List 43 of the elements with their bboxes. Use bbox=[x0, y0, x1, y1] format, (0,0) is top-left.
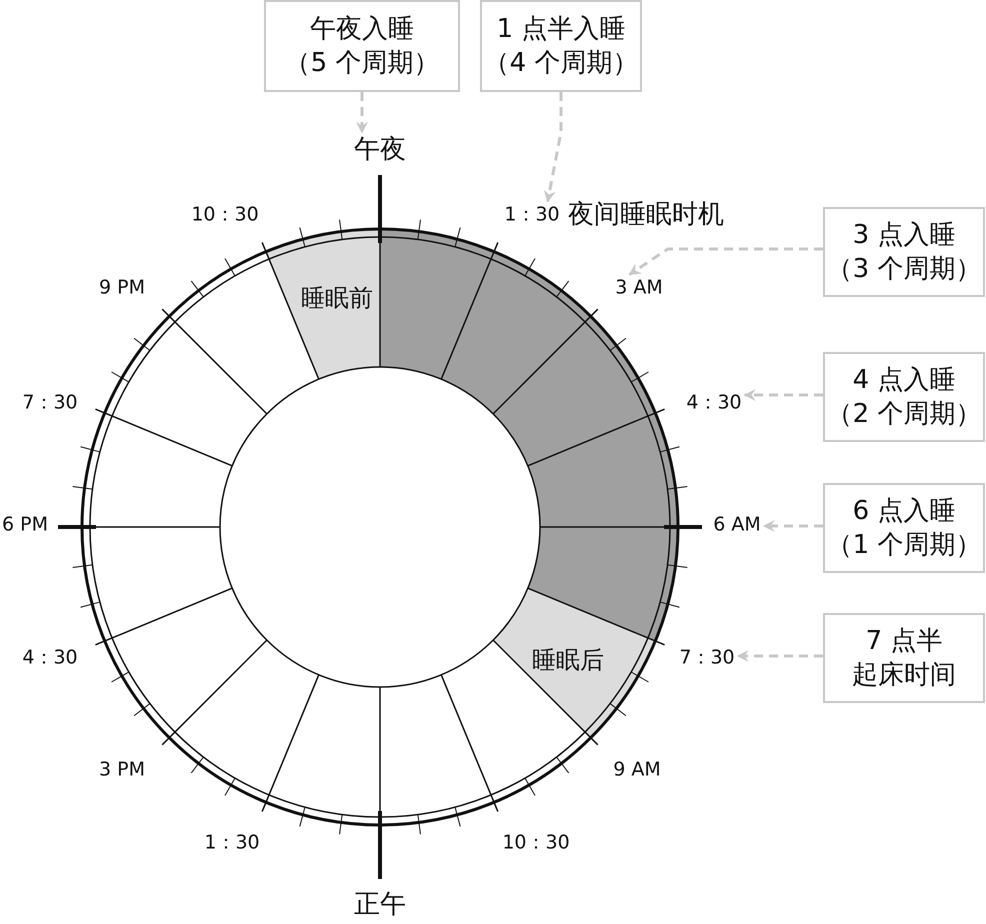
callout-text: 3 点入睡 bbox=[852, 219, 956, 252]
callout-box bbox=[480, 0, 642, 92]
time-label: 9 PM bbox=[99, 278, 145, 298]
time-label: 1：30 bbox=[504, 204, 560, 226]
time-label: 1：30 bbox=[204, 832, 260, 854]
callout-box bbox=[823, 207, 985, 297]
arrow bbox=[736, 650, 823, 662]
callout-box bbox=[823, 352, 985, 442]
time-label: 3 AM bbox=[615, 278, 663, 298]
callout-text: 起床时间 bbox=[852, 659, 956, 692]
callout-text: 午夜入睡 bbox=[310, 13, 414, 46]
callout-text: （5 个周期） bbox=[284, 47, 440, 80]
time-label: 3 PM bbox=[99, 760, 145, 780]
time-label: 4：30 bbox=[686, 392, 742, 414]
sector-label: 睡眠前 bbox=[301, 284, 373, 312]
time-label: 7：30 bbox=[679, 648, 735, 668]
callout-text: （2 个周期） bbox=[826, 398, 982, 431]
callout-text: （4 个周期） bbox=[484, 47, 638, 80]
callout-text: 6 点入睡 bbox=[852, 495, 956, 528]
arrow bbox=[544, 92, 562, 203]
time-label: 10：30 bbox=[191, 204, 259, 226]
arrow bbox=[744, 389, 823, 401]
annotation-text: 夜间睡眠时机 bbox=[568, 200, 724, 230]
callout-box bbox=[823, 613, 985, 703]
callout-text: 7 点半 bbox=[866, 625, 942, 658]
callout-text: （3 个周期） bbox=[826, 253, 982, 286]
time-label: 4：30 bbox=[22, 648, 78, 668]
arrow bbox=[762, 520, 823, 532]
arrow bbox=[356, 92, 368, 134]
axis-label: 正午 bbox=[354, 890, 406, 920]
sector-label: 睡眠后 bbox=[532, 646, 604, 674]
time-label: 9 AM bbox=[613, 760, 661, 780]
time-label: 午夜 bbox=[354, 136, 406, 164]
callout-box bbox=[823, 483, 985, 573]
callout-text: （1 个周期） bbox=[826, 529, 982, 562]
callout-text: 1 点半入睡 bbox=[496, 13, 626, 46]
arrow bbox=[628, 248, 823, 276]
time-label: 10：30 bbox=[502, 832, 570, 854]
time-label: 6 AM bbox=[713, 514, 761, 536]
callout-box bbox=[264, 0, 460, 92]
time-label: 6 PM bbox=[2, 514, 48, 536]
callout-text: 4 点入睡 bbox=[852, 364, 956, 397]
time-label: 7：30 bbox=[22, 392, 78, 414]
